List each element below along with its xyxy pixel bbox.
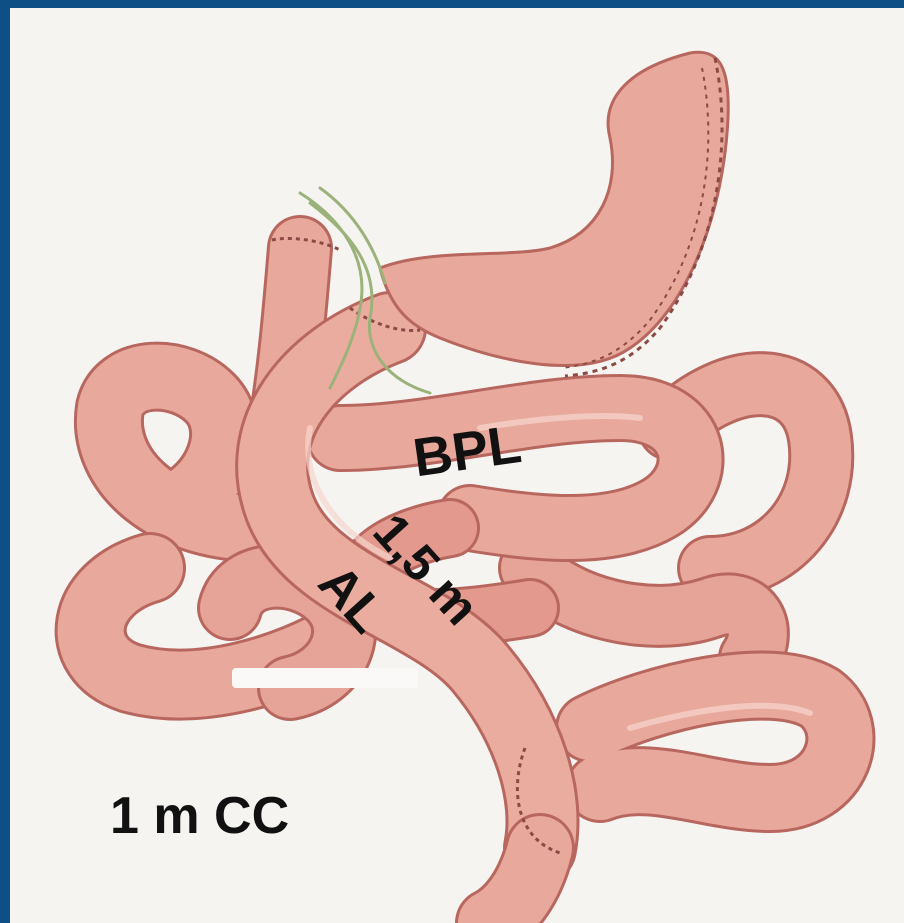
common-channel-label: 1 m CC bbox=[110, 790, 289, 842]
stomach bbox=[380, 52, 728, 365]
biliopancreatic-limb-label: BPL bbox=[410, 417, 524, 486]
masked-label-bar bbox=[232, 668, 418, 688]
illustration-frame: BPL 1,5 m AL 1 m CC bbox=[10, 8, 904, 923]
